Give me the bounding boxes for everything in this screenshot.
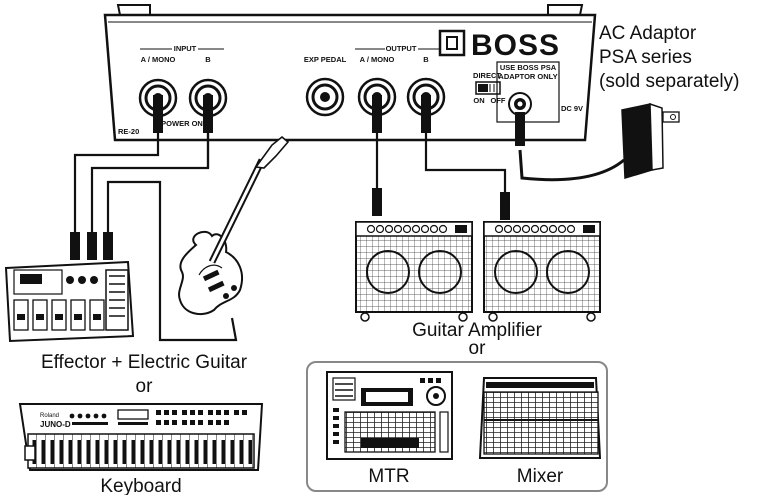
adaptor-line3: (sold separately): [599, 71, 739, 92]
effector-unit: [4, 260, 135, 343]
guitar-amplifier-1: [355, 221, 473, 322]
power-on-label: POWER ON: [161, 119, 203, 128]
boss-pedal: INPUT A / MONO B OUTPUT A / MONO B EXP P…: [103, 4, 597, 142]
cable-plugs: [70, 188, 510, 260]
output-label: OUTPUT: [386, 44, 417, 53]
direct-label: DIRECT: [473, 71, 501, 80]
input-b-label: B: [205, 55, 211, 64]
or-label-keyboard: or: [136, 376, 154, 397]
electric-guitar: [178, 135, 290, 316]
exp-pedal-label: EXP PEDAL: [304, 55, 347, 64]
keyboard-brand: Roland: [40, 413, 59, 419]
adaptor-line1: AC Adaptor: [599, 23, 697, 44]
exp-pedal-jack[interactable]: [305, 77, 345, 117]
adaptor-note-line1: USE BOSS PSA: [500, 63, 557, 72]
direct-off-label: OFF: [491, 96, 506, 105]
direct-on-label: ON: [473, 96, 484, 105]
mixer-console: [478, 377, 602, 459]
keyboard-synth: Roland JUNO-D: [18, 403, 264, 471]
mixer-label: Mixer: [517, 466, 564, 487]
recorder-options-box: [306, 361, 608, 492]
keyboard-label: Keyboard: [100, 476, 181, 495]
input-a-label: A / MONO: [141, 55, 176, 64]
keyboard-model: JUNO-D: [40, 420, 71, 429]
mtr-recorder: [326, 371, 453, 460]
or-label-amp: or: [469, 338, 487, 359]
guitar-amplifier-2: [483, 221, 601, 322]
output-b-label: B: [423, 55, 429, 64]
adaptor-note-line2: ADAPTOR ONLY: [498, 72, 557, 81]
brand-name: BOSS: [471, 29, 560, 62]
input-label: INPUT: [174, 44, 197, 53]
adaptor-line2: PSA series: [599, 47, 692, 68]
output-a-label: A / MONO: [360, 55, 395, 64]
mtr-label: MTR: [368, 466, 409, 487]
effector-guitar-label: Effector + Electric Guitar: [41, 352, 248, 373]
dc-label: DC 9V: [561, 104, 583, 113]
ac-adaptor: AC Adaptor PSA series (sold separately): [515, 23, 739, 182]
guitar-amplifier-label: Guitar Amplifier: [412, 320, 543, 341]
cables: [73, 133, 507, 342]
model-label: RE-20: [118, 127, 139, 136]
